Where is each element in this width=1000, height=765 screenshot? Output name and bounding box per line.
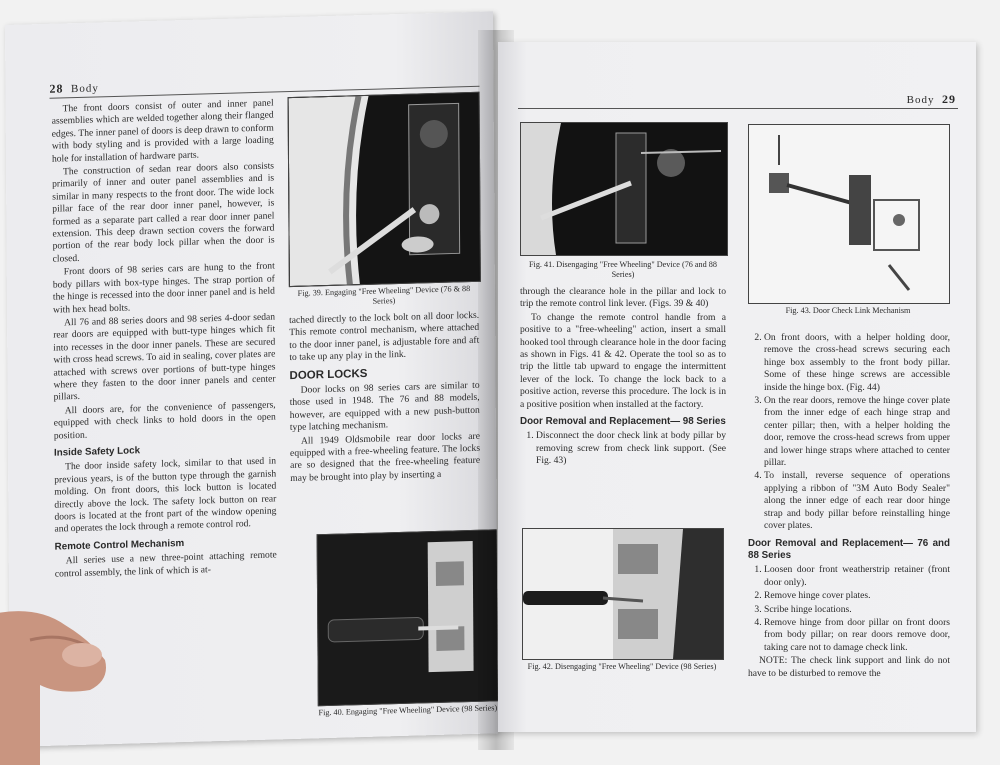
door-removal-98-step-2: On front doors, with a helper holding do… bbox=[764, 332, 950, 394]
inside-safety-lock-text: The door inside safety lock, similar to … bbox=[54, 455, 277, 536]
figure-41-photo bbox=[520, 122, 728, 256]
right-page-number: 29 bbox=[942, 92, 956, 106]
door-locks-paragraph-2: All 1949 Oldsmobile rear door locks are … bbox=[290, 430, 481, 484]
figure-43-drawing bbox=[748, 124, 950, 304]
left-paragraph-4: All 76 and 88 series doors and 98 series… bbox=[53, 311, 276, 403]
door-removal-98-steps: Disconnect the door check link at body p… bbox=[520, 430, 726, 467]
left-paragraph-2: The construction of sedan rear doors als… bbox=[52, 160, 275, 265]
door-removal-76-step-4: Remove hinge from door pillar on front d… bbox=[764, 617, 950, 654]
left-paragraph-5: All doors are, for the convenience of pa… bbox=[53, 399, 276, 442]
left-column-1: The front doors consist of outer and inn… bbox=[52, 98, 277, 582]
figure-43-caption: Fig. 43. Door Check Link Mechanism bbox=[785, 306, 911, 315]
figure-42-illustration bbox=[523, 529, 723, 659]
remote-control-continued: tached directly to the lock bolt on all … bbox=[289, 309, 480, 364]
left-column-2: tached directly to the lock bolt on all … bbox=[289, 310, 480, 487]
left-page-header: 28 Body bbox=[49, 80, 98, 96]
door-locks-heading: DOOR LOCKS bbox=[289, 367, 368, 382]
door-removal-98-step: Disconnect the door check link at body p… bbox=[536, 430, 726, 467]
left-page-number: 28 bbox=[49, 81, 64, 96]
note-text: NOTE: The check link support and link do… bbox=[748, 655, 950, 679]
figure-41-illustration bbox=[521, 123, 727, 255]
figure-40-photo bbox=[316, 529, 499, 707]
figure-42-photo bbox=[522, 528, 724, 660]
right-col1-paragraph-1: through the clearance hole in the pillar… bbox=[520, 286, 726, 310]
door-removal-76-step-1: Loosen door front weatherstrip retainer … bbox=[764, 564, 950, 589]
right-page: Body 29 Fig. 41. Disengaging "Free Wheel… bbox=[498, 42, 976, 732]
left-page-section: Body bbox=[70, 82, 99, 96]
left-page: 28 Body The front doors consist of outer… bbox=[5, 11, 499, 747]
figure-39-caption: Fig. 39. Engaging "Free Wheeling" Device… bbox=[297, 284, 471, 306]
figure-40-illustration bbox=[317, 530, 499, 706]
door-removal-76-steps: Loosen door front weatherstrip retainer … bbox=[748, 564, 950, 654]
figure-39-photo bbox=[287, 91, 481, 288]
right-header-rule bbox=[518, 108, 958, 109]
door-removal-98-step-3: On the rear doors, remove the hinge cove… bbox=[764, 395, 950, 469]
right-col1-paragraph-2: To change the remote control handle from… bbox=[520, 311, 726, 410]
door-removal-98-step-4: To install, reverse sequence of operatio… bbox=[764, 470, 950, 532]
right-column-1: through the clearance hole in the pillar… bbox=[520, 286, 726, 469]
door-removal-76-step-2: Remove hinge cover plates. bbox=[764, 590, 950, 602]
right-page-header: Body 29 bbox=[907, 92, 956, 107]
right-page-section: Body bbox=[906, 94, 935, 106]
left-paragraph-1: The front doors consist of outer and inn… bbox=[51, 97, 274, 165]
door-removal-98-steps-continued: On front doors, with a helper holding do… bbox=[748, 332, 950, 533]
door-locks-paragraph-1: Door locks on 98 series cars are similar… bbox=[289, 379, 480, 434]
door-removal-76-step-3: Scribe hinge locations. bbox=[764, 604, 950, 616]
figure-43-illustration bbox=[749, 125, 949, 303]
door-removal-76-heading: Door Removal and Replacement— 76 and 88 … bbox=[748, 537, 950, 561]
door-removal-98-heading: Door Removal and Replacement— 98 Series bbox=[520, 416, 726, 428]
figure-41-caption: Fig. 41. Disengaging "Free Wheeling" Dev… bbox=[529, 260, 717, 279]
figure-42-caption: Fig. 42. Disengaging "Free Wheeling" Dev… bbox=[527, 662, 717, 671]
remote-control-text: All series use a new three-point attachi… bbox=[54, 549, 277, 580]
figure-39-illustration bbox=[288, 92, 480, 287]
right-column-2: On front doors, with a helper holding do… bbox=[748, 332, 950, 681]
holding-hand-photo bbox=[0, 611, 106, 765]
left-paragraph-3: Front doors of 98 series cars are hung t… bbox=[52, 260, 275, 316]
